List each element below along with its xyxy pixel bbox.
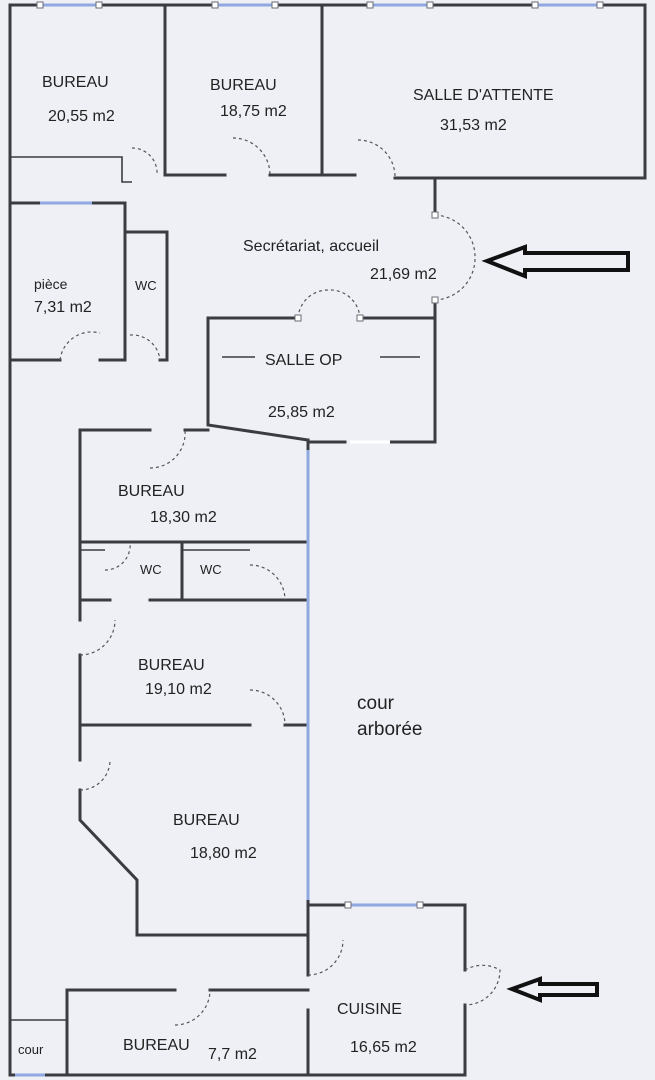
room-name: BUREAU: [173, 812, 240, 829]
room-area: 20,55 m2: [48, 108, 115, 125]
room-name: CUISINE: [337, 1001, 402, 1018]
room-name: BUREAU: [138, 657, 205, 674]
room-area: 16,65 m2: [350, 1039, 417, 1056]
room-area: 7,7 m2: [208, 1046, 257, 1063]
room-name: BUREAU: [118, 483, 185, 500]
room-name: WC: [135, 278, 157, 293]
room-name: Secrétariat, accueil: [243, 238, 379, 255]
walls: [8, 3, 647, 1077]
room-name: BUREAU: [210, 77, 277, 94]
windows: [15, 3, 600, 1077]
room-name: SALLE OP: [265, 352, 342, 369]
room-name: BUREAU: [42, 74, 109, 91]
room-area: 19,10 m2: [145, 681, 212, 698]
courtyard-label: cour: [357, 693, 395, 714]
room-name: BUREAU: [123, 1037, 190, 1054]
room-area: 18,80 m2: [190, 845, 257, 862]
room-name: WC: [140, 562, 162, 577]
room-labels: BUREAU 20,55 m2 BUREAU 18,75 m2 SALLE D'…: [18, 74, 554, 1063]
room-area: 18,30 m2: [150, 509, 217, 526]
window-knobs: [36, 1, 604, 909]
arrow-left-icon: [481, 244, 630, 279]
room-name: WC: [200, 562, 222, 577]
courtyard-label: arborée: [357, 719, 423, 740]
room-area: 31,53 m2: [440, 117, 507, 134]
room-area: 18,75 m2: [220, 103, 287, 120]
entrance-arrows: [481, 244, 630, 1003]
room-area: 7,31 m2: [34, 299, 92, 316]
room-area: 25,85 m2: [268, 404, 335, 421]
room-name: SALLE D'ATTENTE: [413, 87, 554, 104]
arrow-left-icon: [506, 976, 599, 1003]
doors: [59, 137, 501, 1026]
room-name: cour: [18, 1042, 44, 1057]
room-area: 21,69 m2: [370, 266, 437, 283]
room-name: pièce: [34, 276, 68, 292]
